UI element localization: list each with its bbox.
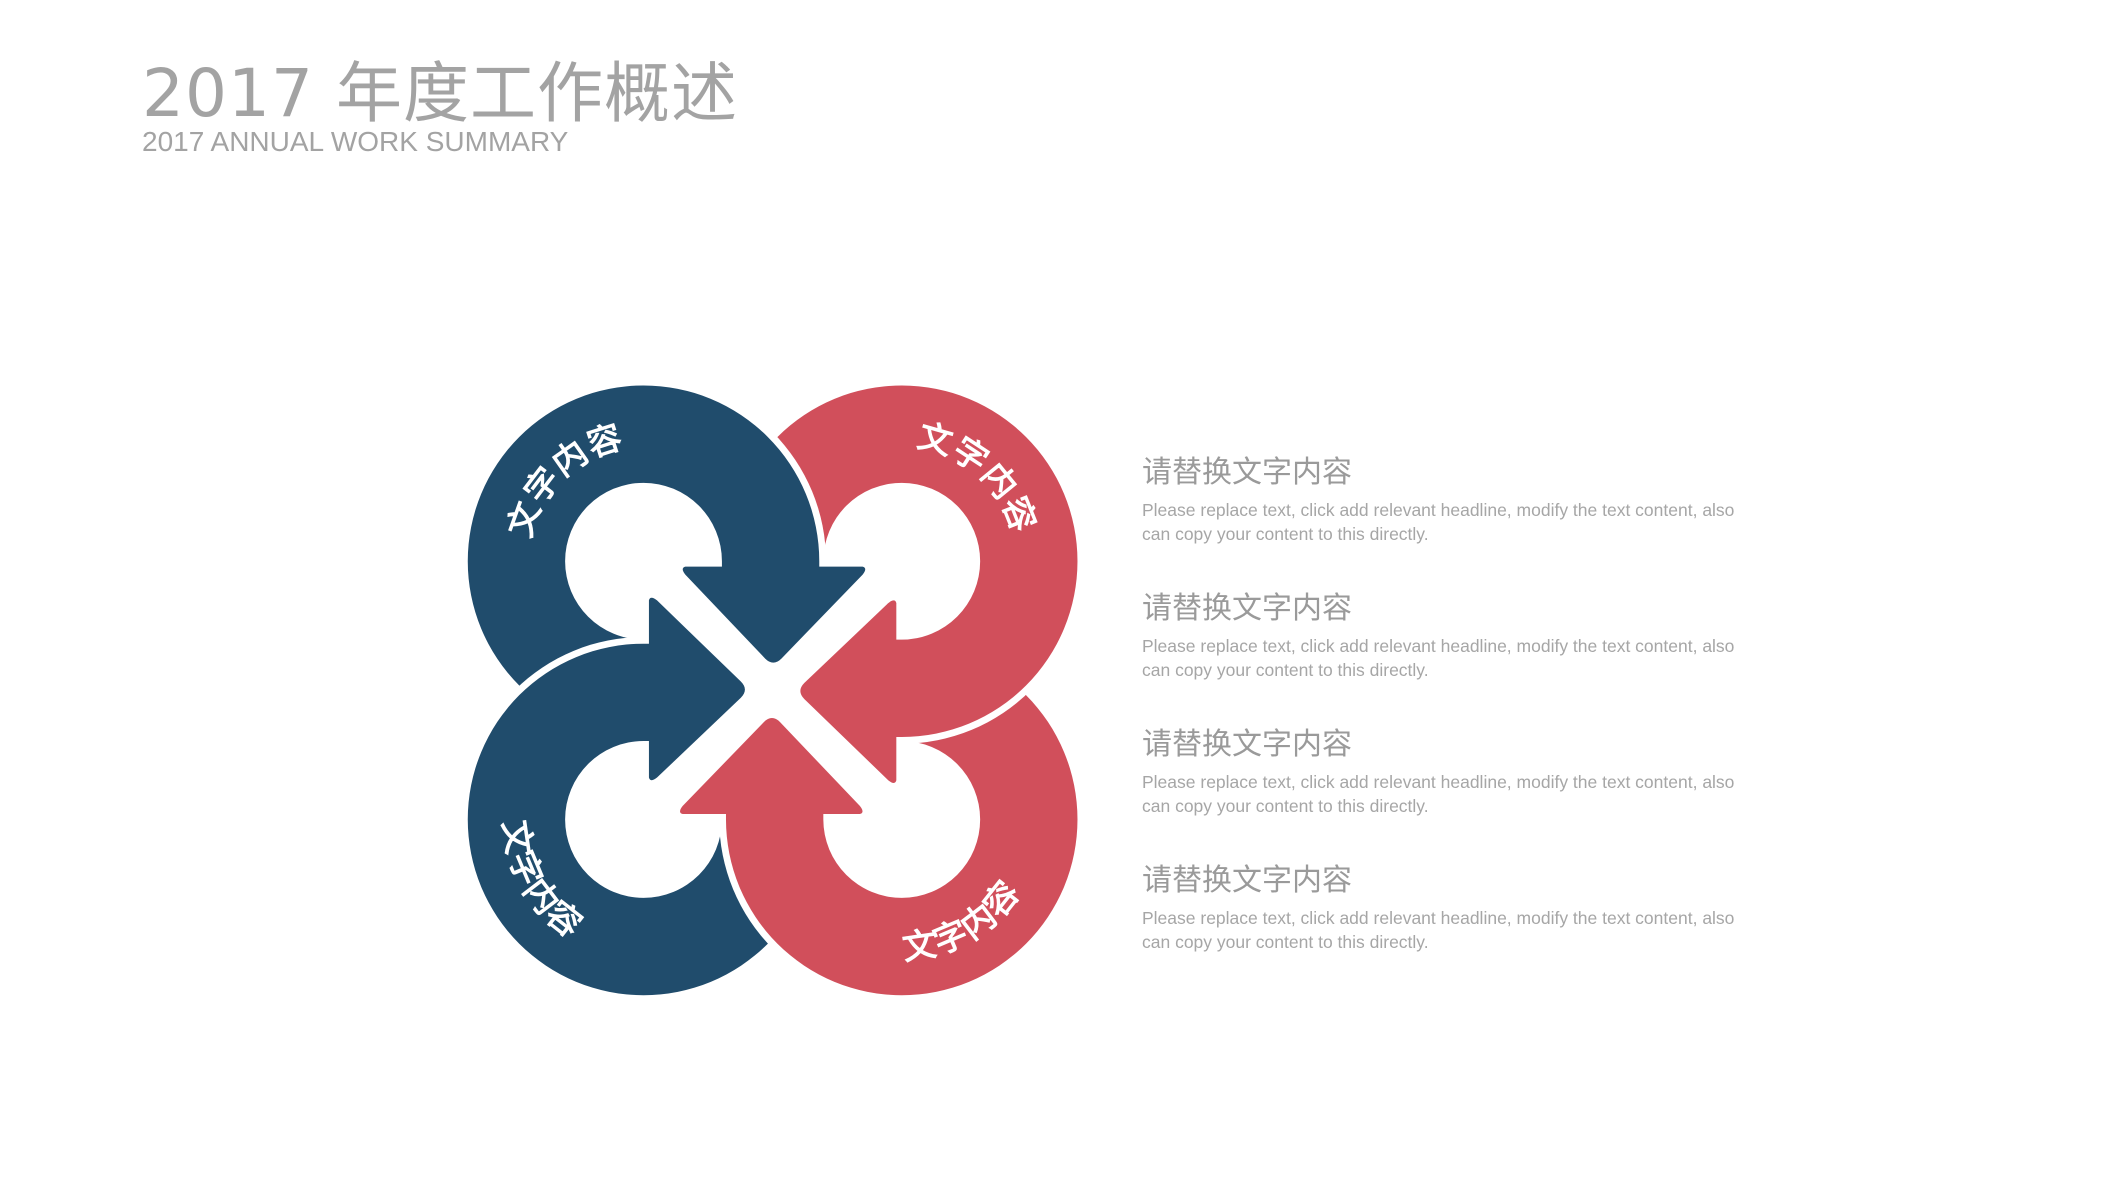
list-item: 请替换文字内容 Please replace text, click add r… [1142, 860, 1742, 996]
ring-arrow-top-left [467, 385, 866, 737]
item-title: 请替换文字内容 [1142, 727, 1352, 762]
list-item: 请替换文字内容 Please replace text, click add r… [1142, 588, 1742, 724]
description-list: 请替换文字内容 Please replace text, click add r… [1142, 452, 1742, 996]
ring-band [467, 643, 820, 996]
ring-arrow-top-right [725, 385, 1078, 783]
item-body: Please replace text, click add relevant … [1142, 772, 1735, 816]
item-title: 请替换文字内容 [1142, 455, 1352, 490]
arrowhead [800, 600, 897, 783]
page-title: 2017 年度工作概述 [142, 55, 738, 132]
ring-band [725, 385, 1078, 737]
arrowhead [682, 566, 866, 663]
item-body: Please replace text, click add relevant … [1142, 908, 1735, 952]
ring-band [467, 385, 820, 737]
item-title: 请替换文字内容 [1142, 863, 1352, 898]
ring-arrow-bottom-right [680, 643, 1078, 996]
arrowhead [648, 597, 745, 781]
item-body: Please replace text, click add relevant … [1142, 500, 1735, 544]
ring-arrow-bottom-left [467, 597, 820, 996]
item-body: Please replace text, click add relevant … [1142, 636, 1735, 680]
list-item: 请替换文字内容 Please replace text, click add r… [1142, 452, 1742, 588]
arrowhead [680, 718, 863, 815]
ring-band [725, 643, 1078, 996]
page-subtitle: 2017 ANNUAL WORK SUMMARY [142, 126, 569, 157]
list-item: 请替换文字内容 Please replace text, click add r… [1142, 724, 1742, 860]
item-title: 请替换文字内容 [1142, 591, 1352, 626]
